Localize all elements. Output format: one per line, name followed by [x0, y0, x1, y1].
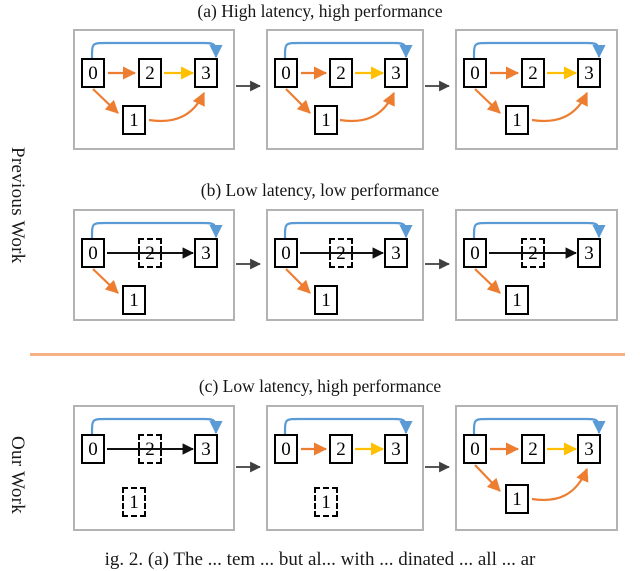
panel-connector-arrow	[236, 461, 261, 473]
panel-connector-arrow	[425, 80, 450, 92]
node-0[interactable]: 0	[274, 434, 298, 464]
edge-0-3-blue	[90, 41, 223, 59]
panel-c-1: 0 2 3 1	[73, 405, 235, 531]
node-0[interactable]: 0	[81, 238, 105, 268]
edge-0-3-blue	[283, 41, 413, 59]
row-section-c: 0 2 3 1	[0, 405, 640, 532]
edge-0-3-blue	[472, 221, 606, 239]
edge-0-1-orange	[92, 268, 119, 294]
figure-caption: ig. 2. (a) The ... tem ... but al... wit…	[104, 549, 536, 570]
edge-1-3-orange	[531, 92, 588, 122]
node-1-skipped[interactable]: 1	[122, 487, 146, 517]
node-3[interactable]: 3	[577, 58, 601, 88]
node-0[interactable]: 0	[81, 58, 105, 88]
node-0[interactable]: 0	[463, 58, 487, 88]
node-2[interactable]: 2	[138, 58, 162, 88]
panel-b-2: 0 2 3 1	[266, 209, 424, 321]
node-3[interactable]: 3	[384, 434, 408, 464]
node-2[interactable]: 2	[329, 58, 353, 88]
edge-1-3-orange	[148, 92, 205, 122]
edge-0-1-orange	[474, 268, 501, 294]
panel-a-3: 0 2 3 1	[455, 29, 618, 150]
node-3[interactable]: 3	[384, 58, 408, 88]
node-1[interactable]: 1	[314, 285, 338, 315]
node-2[interactable]: 2	[521, 58, 545, 88]
row-group-label-our-work: Our Work	[7, 435, 28, 515]
node-3[interactable]: 3	[194, 238, 218, 268]
node-2-skipped[interactable]: 2	[138, 434, 162, 464]
section-title-c: (c) Low latency, high performance	[198, 376, 442, 396]
node-2[interactable]: 2	[329, 434, 353, 464]
row-section-a: 0 2 3 1	[0, 29, 640, 152]
node-2[interactable]: 2	[521, 434, 545, 464]
node-3[interactable]: 3	[194, 434, 218, 464]
edge-0-3-blue	[472, 41, 606, 59]
node-0[interactable]: 0	[274, 58, 298, 88]
panel-c-2: 0 2 3 1	[266, 405, 424, 531]
edge-1-3-orange	[339, 92, 395, 122]
panel-connector-arrow	[236, 258, 261, 270]
node-1[interactable]: 1	[122, 105, 146, 135]
edges-c-1	[90, 417, 223, 455]
edge-0-3-blue	[283, 221, 413, 239]
node-1-skipped[interactable]: 1	[314, 487, 338, 517]
node-1[interactable]: 1	[314, 105, 338, 135]
panel-connector-arrow	[425, 258, 450, 270]
node-1[interactable]: 1	[505, 484, 529, 514]
node-1[interactable]: 1	[122, 285, 146, 315]
row-section-b: 0 2 3 1	[0, 209, 640, 324]
edge-0-3-blue	[283, 417, 413, 435]
panel-b-3: 0 2 3 1	[455, 209, 618, 321]
node-3[interactable]: 3	[577, 238, 601, 268]
edges-a-2	[283, 41, 413, 122]
node-1[interactable]: 1	[505, 285, 529, 315]
node-0[interactable]: 0	[274, 238, 298, 268]
panel-b-1: 0 2 3 1	[73, 209, 235, 321]
node-0[interactable]: 0	[463, 434, 487, 464]
node-3[interactable]: 3	[577, 434, 601, 464]
edge-0-1-orange	[92, 88, 119, 114]
edge-0-3-blue	[472, 417, 606, 435]
panel-c-3: 0 2 3 1	[455, 405, 618, 531]
section-divider	[30, 353, 625, 356]
edge-0-1-orange	[285, 268, 311, 294]
edges-b-3	[472, 221, 606, 294]
panel-connector-arrow	[236, 80, 261, 92]
edge-0-3-blue	[90, 417, 223, 435]
edges-a-1	[90, 41, 223, 122]
panel-connector-arrow	[425, 461, 450, 473]
node-2-skipped[interactable]: 2	[521, 238, 545, 268]
section-title-a: (a) High latency, high performance	[197, 1, 443, 21]
node-2-skipped[interactable]: 2	[138, 238, 162, 268]
edges-a-3	[472, 41, 606, 122]
edges-b-1	[90, 221, 223, 294]
node-2-skipped[interactable]: 2	[329, 238, 353, 268]
edge-0-1-orange	[474, 88, 501, 114]
panel-a-1: 0 2 3 1	[73, 29, 235, 150]
node-3[interactable]: 3	[194, 58, 218, 88]
row-group-label-previous-work: Previous Work	[7, 146, 28, 264]
edge-1-3-orange	[531, 467, 589, 501]
panel-a-2: 0 2 3 1	[266, 29, 424, 150]
node-0[interactable]: 0	[81, 434, 105, 464]
edges-c-2	[283, 417, 413, 456]
edge-0-1-orange	[285, 88, 311, 114]
edges-c-3	[472, 417, 606, 501]
edge-0-3-blue	[90, 221, 223, 239]
edges-b-2	[283, 221, 413, 294]
node-3[interactable]: 3	[384, 238, 408, 268]
node-0[interactable]: 0	[463, 238, 487, 268]
edge-0-1-orange	[474, 464, 501, 492]
section-title-b: (b) Low latency, low performance	[200, 180, 440, 200]
node-1[interactable]: 1	[505, 105, 529, 135]
